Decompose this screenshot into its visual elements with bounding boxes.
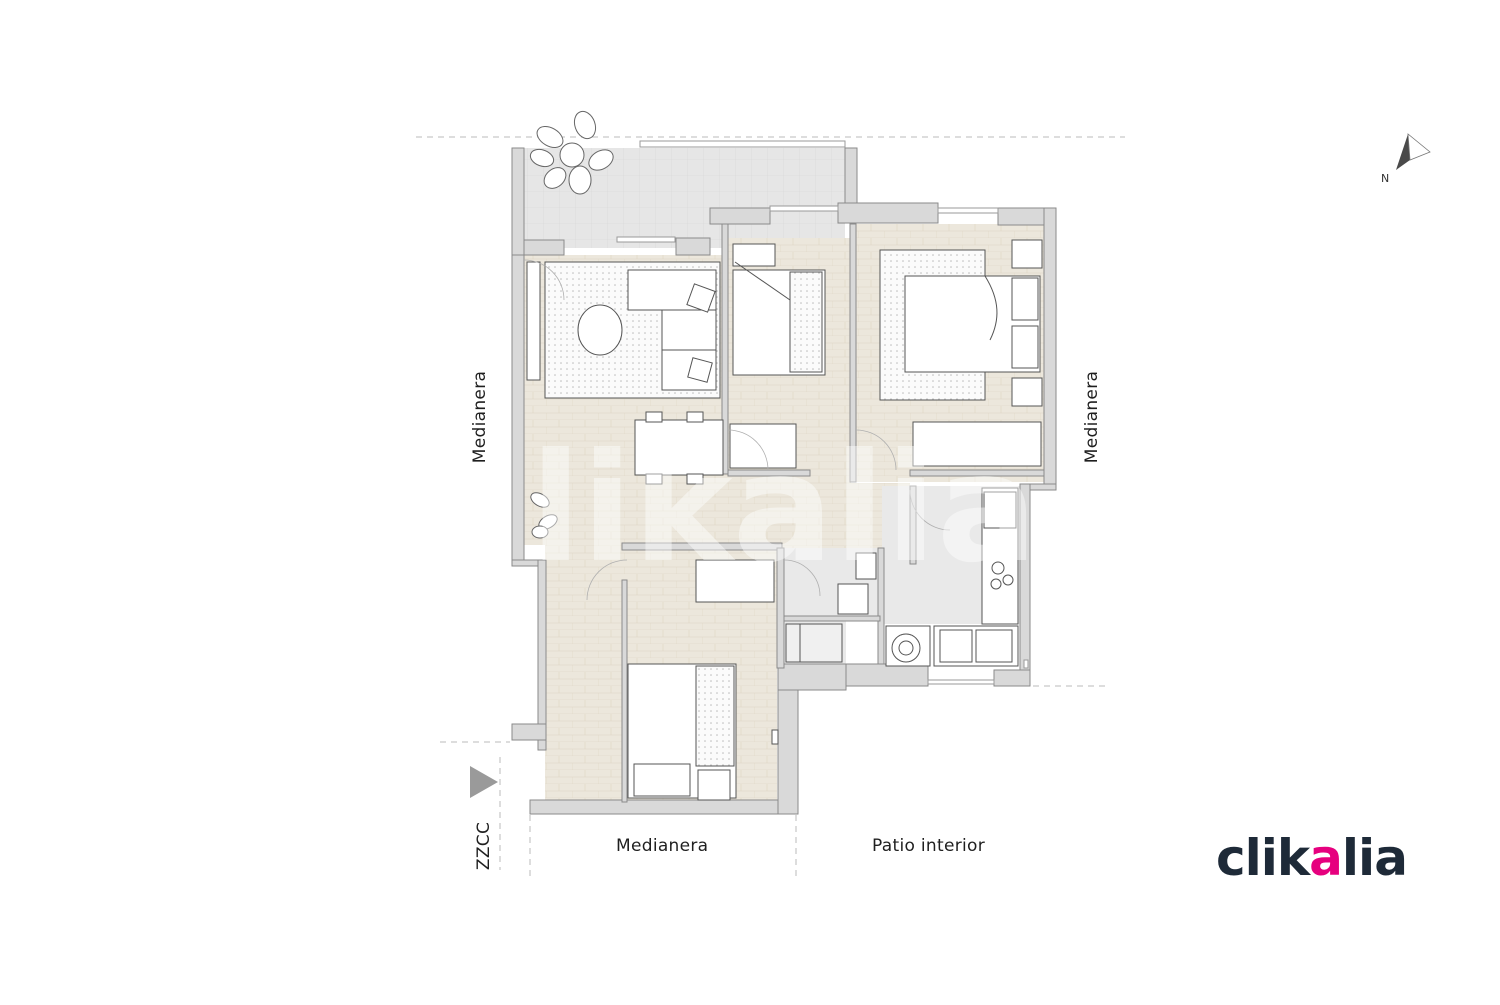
medianera-bottom-label: Medianera: [616, 836, 709, 856]
patio-label: Patio interior: [872, 836, 986, 856]
medianera-right-label: Medianera: [1082, 370, 1103, 464]
living-furniture: [526, 261, 724, 485]
master-bedroom-furniture: [879, 239, 1043, 467]
door-swings: [523, 259, 951, 601]
bedroom-1-furniture: [729, 243, 826, 469]
logo-text-after: lia: [1341, 829, 1408, 887]
zzcc-label: ZZCC: [474, 821, 495, 871]
watermark: likalia: [530, 422, 1038, 596]
medianera-left-label: Medianera: [470, 370, 491, 464]
bathroom-fixtures: [785, 552, 877, 663]
boundary-lines: [416, 136, 1125, 880]
clikalia-logo: clikalia: [1216, 828, 1408, 888]
logo-text-before: clik: [1216, 829, 1310, 887]
walls: [511, 147, 1057, 815]
windows: [616, 140, 1029, 685]
bedroom-2-furniture: [627, 559, 779, 801]
entrance-arrow-icon: [470, 766, 498, 798]
north-label: N: [1381, 172, 1390, 185]
logo-house-icon: a: [1309, 829, 1343, 887]
plant-icon: [529, 110, 614, 539]
kitchen-fixtures: [885, 487, 1019, 667]
north-arrow-icon: [1396, 133, 1431, 170]
